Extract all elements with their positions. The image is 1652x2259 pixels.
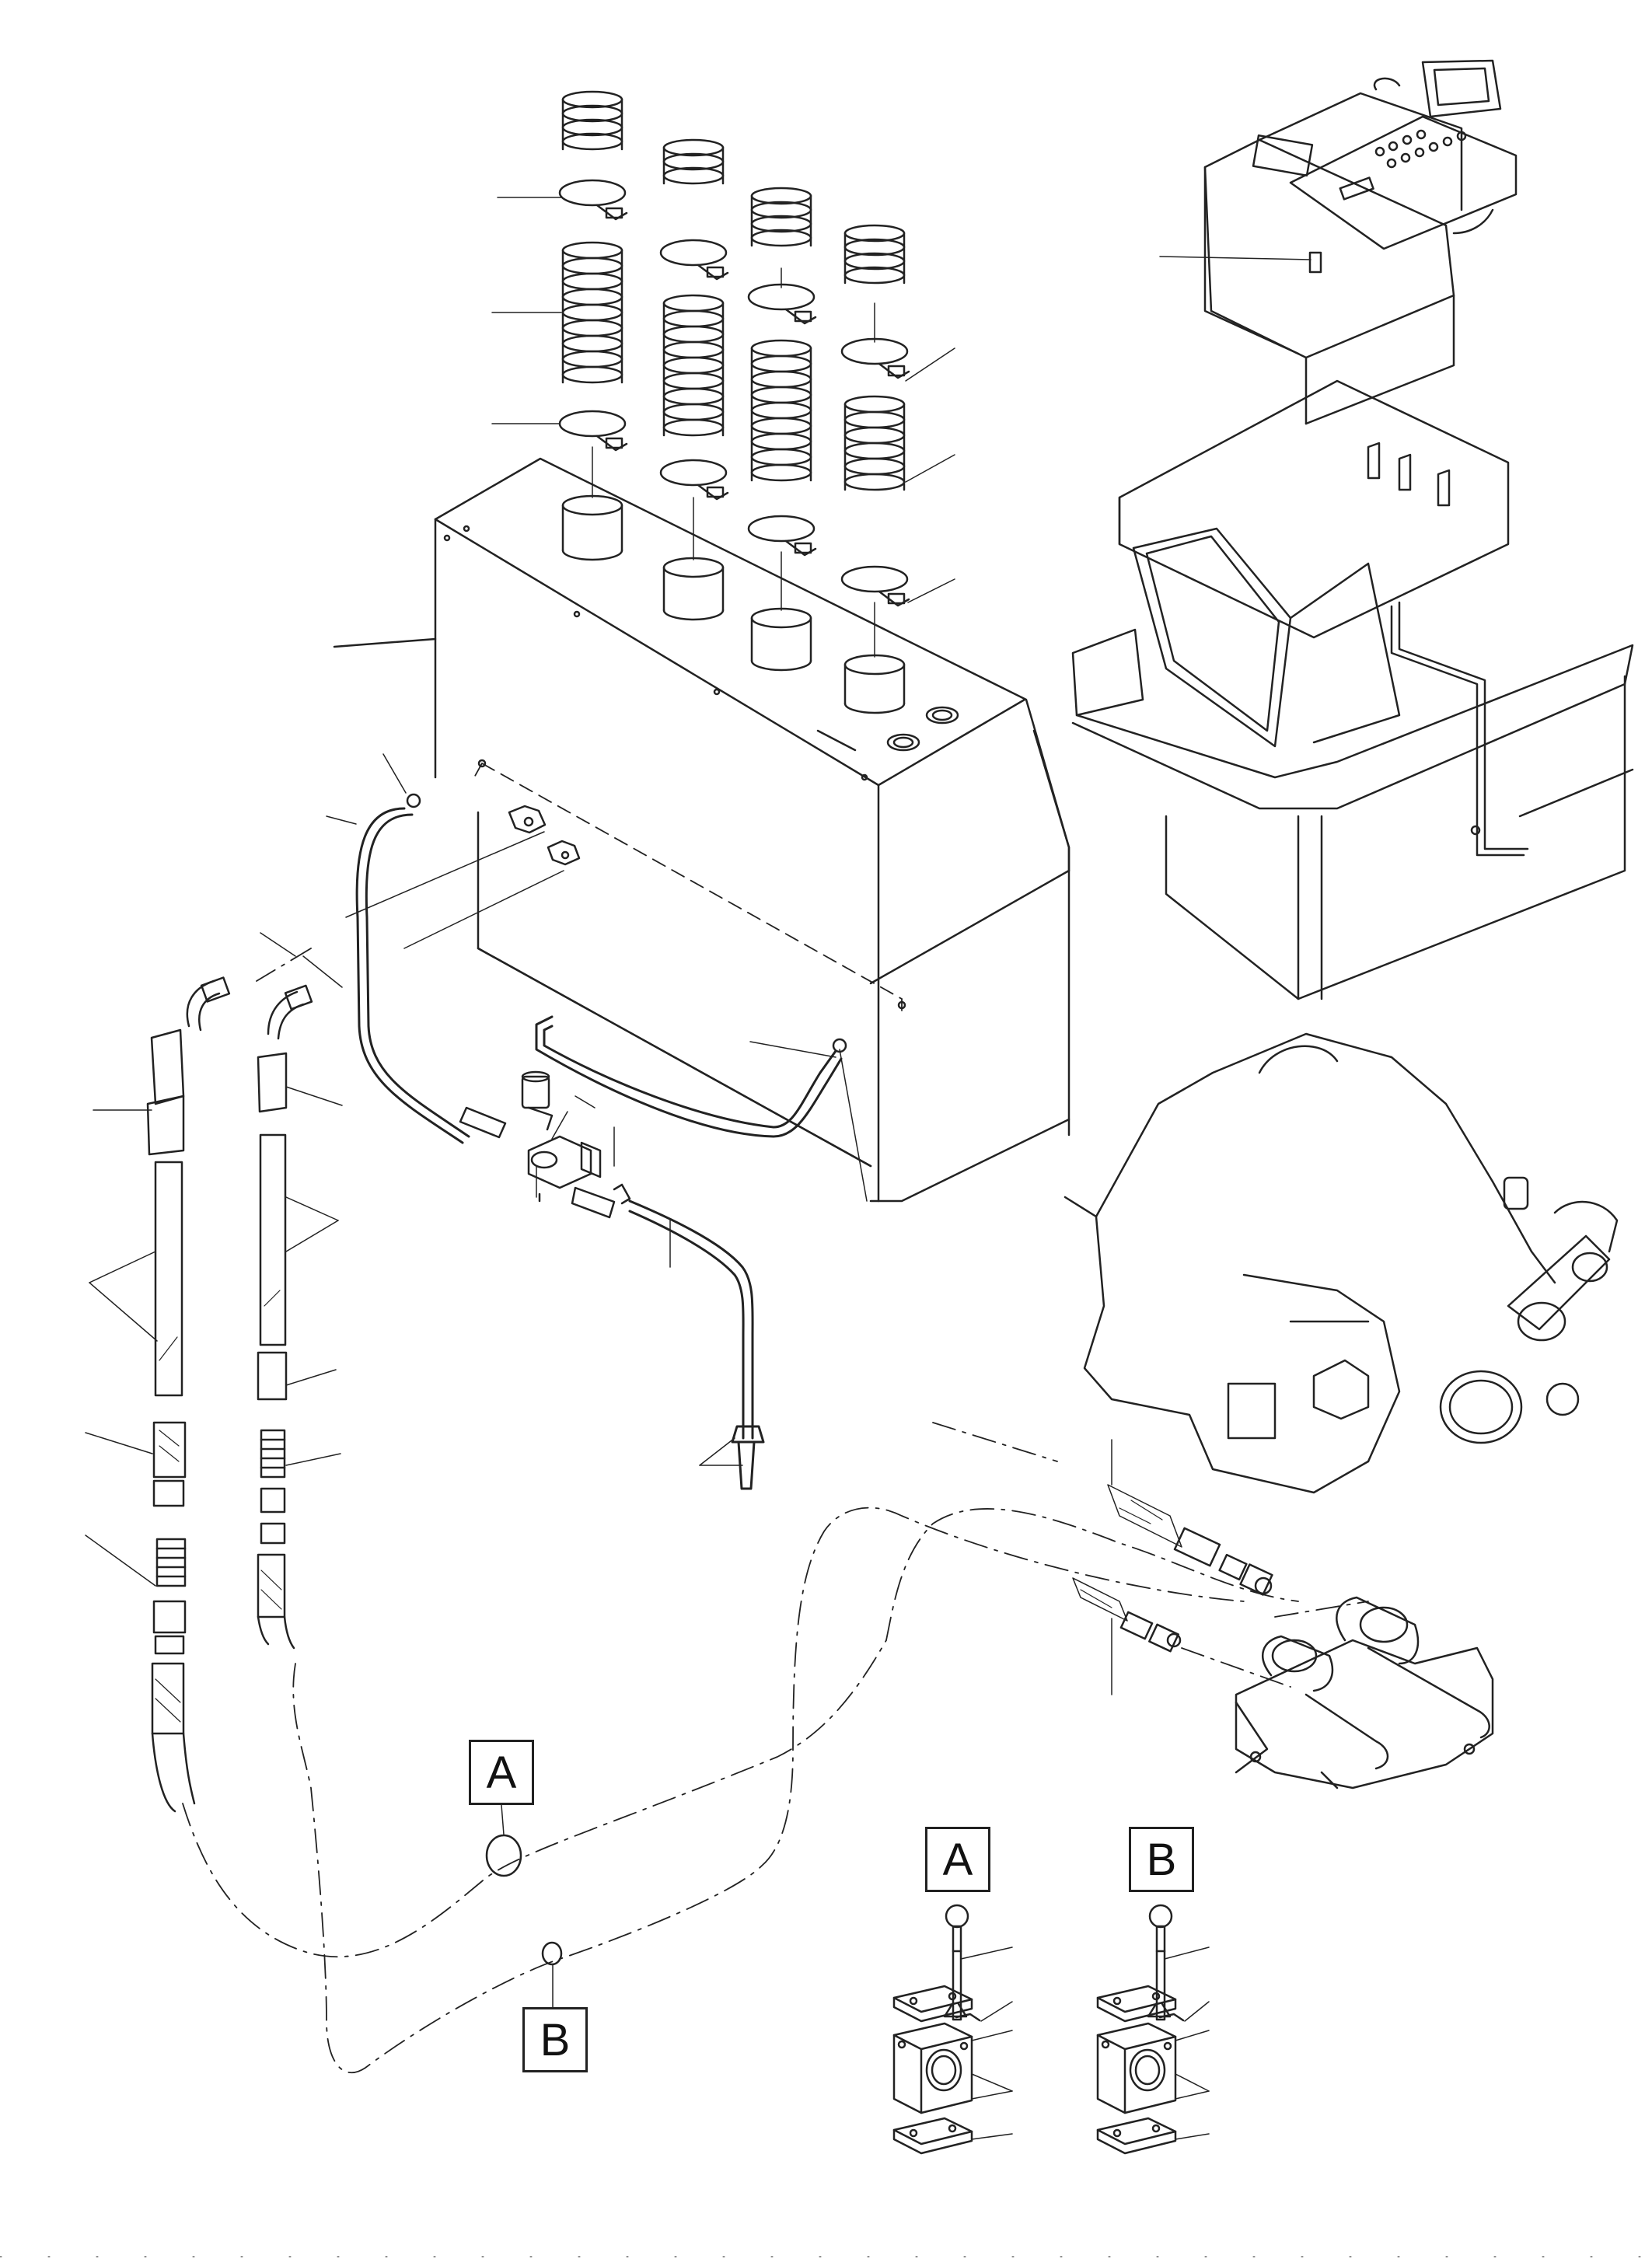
tank-leader-lines — [260, 753, 868, 1466]
drain-hose — [628, 1199, 765, 1490]
bent-tube-left — [355, 807, 470, 1144]
valve-block — [1235, 1596, 1494, 1789]
tank-mounting-dashed-outline — [473, 763, 903, 1011]
callout-label-b: B — [522, 2007, 588, 2072]
hose-center-lines — [592, 267, 875, 658]
hydraulic-leader-lines — [85, 1086, 343, 1587]
hydraulic-hose-right — [257, 984, 313, 1650]
detail-b-leader-lines — [1164, 1947, 1210, 2140]
corrugated-hose-stack-3 — [747, 187, 817, 672]
control-console — [1159, 59, 1518, 425]
cooling-tank — [333, 457, 1070, 1203]
detail-a-leader-lines — [960, 1947, 1013, 2140]
o-ring-a — [485, 1834, 522, 1877]
detail-b-clamp-assembly — [1096, 1904, 1185, 2155]
detail-a-clamp-assembly — [892, 1904, 981, 2155]
callout-a-leader — [501, 1804, 505, 1835]
mount-pin-2 — [897, 1000, 906, 1010]
tee-fitting-assembly — [459, 1070, 631, 1219]
hydraulic-hose-left — [146, 976, 231, 1813]
callout-label-a: A — [469, 1740, 534, 1805]
dashed-routing-lines — [182, 948, 1369, 2073]
engine-hose-assembly — [1072, 1439, 1273, 1695]
corrugated-hose-stack-1 — [558, 90, 628, 561]
operator-cab — [1071, 379, 1634, 1000]
bent-tube-right — [535, 1015, 843, 1138]
o-ring-b — [541, 1941, 563, 1966]
corrugated-hose-stack-4 — [840, 224, 959, 752]
detail-label-a: A — [925, 1827, 990, 1892]
detail-label-b: B — [1129, 1827, 1194, 1892]
mount-pin-1 — [477, 759, 487, 768]
tank-side-fittings — [406, 793, 847, 1053]
engine-block — [1063, 1032, 1619, 1494]
hose-leader-lines — [491, 197, 955, 603]
